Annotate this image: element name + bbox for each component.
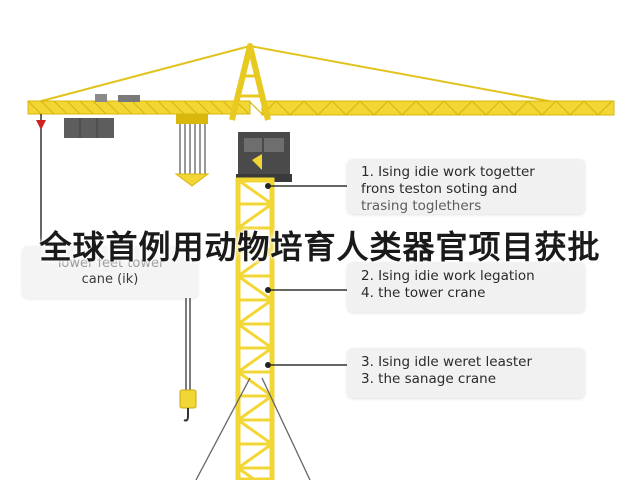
counter-jib-brace bbox=[40, 100, 55, 115]
mast-brace bbox=[237, 250, 273, 278]
guy-cables bbox=[195, 377, 311, 480]
callout-upper: 1. Ising idie work togetter frons teston… bbox=[347, 159, 585, 214]
counter-jib-brace bbox=[131, 100, 146, 115]
main-jib-brace bbox=[555, 100, 571, 116]
main-jib-brace bbox=[331, 100, 347, 116]
callout-middle-line-2: 4. the tower crane bbox=[361, 285, 486, 301]
counter-jib-brace bbox=[79, 100, 94, 115]
counter-jib-brace bbox=[157, 100, 172, 115]
main-jib-brace bbox=[471, 100, 487, 116]
mast-brace bbox=[237, 202, 273, 230]
counter-jib-brace bbox=[105, 100, 120, 115]
leader-dots bbox=[265, 183, 271, 368]
counter-jib-brace bbox=[209, 100, 224, 115]
counter-jib-brace bbox=[196, 100, 211, 115]
main-jib-brace bbox=[303, 100, 319, 116]
main-jib-brace bbox=[401, 100, 417, 116]
callout-middle-line-1: 2. Ising idie work legation bbox=[361, 268, 535, 284]
callout-middle: 2. Ising idie work legation 4. the tower… bbox=[347, 262, 585, 312]
mast-brace bbox=[237, 226, 273, 254]
main-jib-brace bbox=[569, 100, 585, 116]
mast-brace bbox=[237, 298, 273, 326]
mast-brace bbox=[237, 442, 273, 470]
left-hoist-cable bbox=[36, 114, 46, 246]
callout-lower: 3. Ising idle weret leaster 3. the sanag… bbox=[347, 348, 585, 398]
callout-lower-line-2: 3. the sanage crane bbox=[361, 371, 497, 387]
counter-jib-machinery bbox=[95, 94, 140, 102]
main-jib-brace bbox=[275, 100, 291, 116]
main-jib-brace bbox=[443, 100, 459, 116]
mast-apex bbox=[229, 43, 271, 121]
main-jib-brace bbox=[513, 100, 529, 116]
counter-jib-brace bbox=[53, 100, 68, 115]
counter-jib-brace bbox=[183, 100, 198, 115]
callout-left: Tower feet tower cane (ik) bbox=[22, 246, 198, 298]
main-jib-brace bbox=[317, 100, 333, 116]
mast-brace bbox=[237, 274, 273, 302]
operator-cab bbox=[236, 132, 292, 182]
main-jib-brace bbox=[387, 100, 403, 116]
mast-brace bbox=[237, 418, 273, 446]
mast-brace bbox=[237, 466, 258, 480]
counterweight bbox=[64, 118, 114, 138]
callout-upper-line-3: trasing toglethers bbox=[361, 198, 482, 214]
trolley bbox=[174, 114, 210, 187]
main-jib-brace bbox=[583, 100, 599, 116]
main-jib-brace bbox=[373, 100, 389, 116]
main-jib-brace bbox=[415, 100, 431, 116]
counter-jib-brace bbox=[66, 100, 81, 115]
main-jib-brace bbox=[597, 100, 613, 116]
main-jib-brace bbox=[429, 100, 445, 116]
callout-left-line-2: cane (ik) bbox=[81, 272, 139, 287]
callout-lower-line-1: 3. Ising idle weret leaster bbox=[361, 354, 533, 370]
counter-jib bbox=[27, 100, 263, 115]
callout-left-line-1: Tower feet tower bbox=[55, 256, 165, 271]
counter-jib-brace bbox=[248, 100, 263, 115]
main-jib bbox=[261, 100, 615, 116]
callout-upper-line-1: 1. Ising idie work togetter bbox=[361, 164, 535, 180]
main-jib-brace bbox=[527, 100, 543, 116]
main-jib-brace bbox=[457, 100, 473, 116]
callout-upper-line-2: frons teston soting and bbox=[361, 181, 518, 197]
mast-brace bbox=[237, 346, 273, 374]
mast-brace bbox=[237, 370, 273, 398]
leader-lines bbox=[268, 185, 347, 366]
mast-brace bbox=[237, 394, 273, 422]
counter-jib-brace bbox=[27, 100, 42, 115]
mast-brace bbox=[237, 178, 273, 206]
main-jib-brace bbox=[289, 100, 305, 116]
main-jib-brace bbox=[499, 100, 515, 116]
counter-jib-brace bbox=[144, 100, 159, 115]
main-jib-brace bbox=[541, 100, 557, 116]
main-jib-brace bbox=[485, 100, 501, 116]
counter-jib-brace bbox=[92, 100, 107, 115]
hook-block bbox=[179, 298, 197, 422]
mast bbox=[235, 177, 275, 480]
mast-brace bbox=[237, 322, 273, 350]
headline-banner: 全球首例用动物培育人类器官项目获批 bbox=[39, 228, 601, 266]
main-jib-brace bbox=[345, 100, 361, 116]
counter-jib-brace bbox=[170, 100, 185, 115]
counter-jib-brace bbox=[118, 100, 133, 115]
main-jib-brace bbox=[359, 100, 375, 116]
